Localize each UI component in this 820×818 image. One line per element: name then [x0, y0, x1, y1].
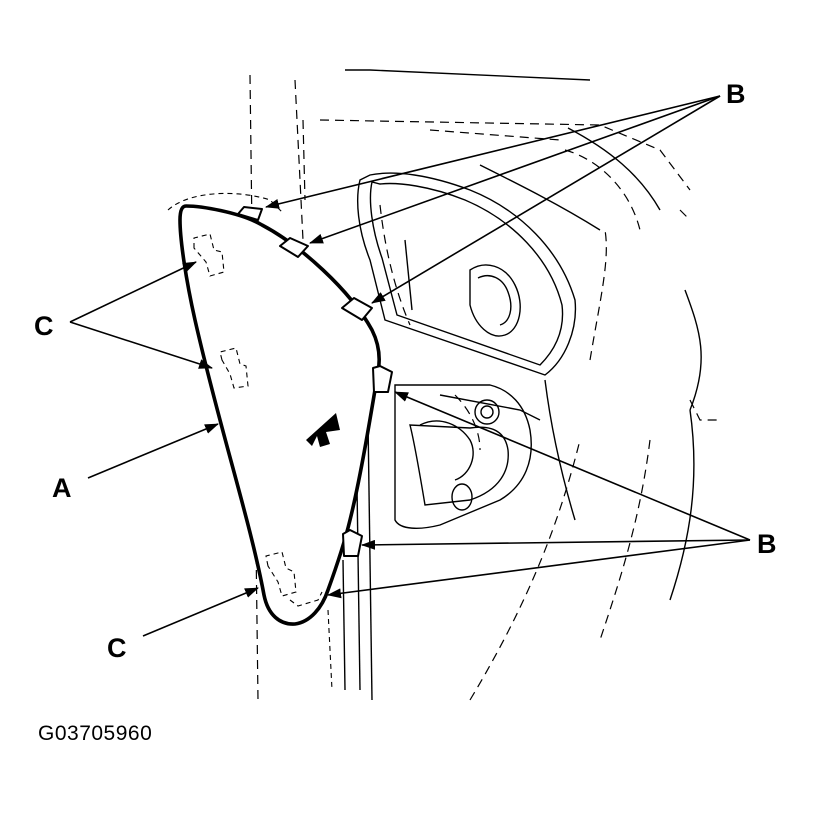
- clip-tab-1: [237, 206, 263, 221]
- removal-direction-arrow: [306, 413, 340, 447]
- clip-tab-4: [372, 365, 393, 393]
- clip-tab-5: [342, 529, 363, 557]
- callout-b-right: B: [757, 529, 777, 559]
- mirror-cover-panel: [167, 192, 393, 626]
- figure-code: G03705960: [38, 722, 153, 745]
- leader-lines: [69, 95, 751, 637]
- callout-c-left: C: [34, 311, 54, 341]
- callout-c-bottom: C: [107, 633, 127, 663]
- callout-b-top: B: [726, 79, 746, 109]
- hidden-hook-lower: [265, 551, 323, 607]
- hidden-hook-middle: [219, 347, 249, 389]
- clip-tab-3: [341, 297, 373, 321]
- callout-a: A: [52, 473, 72, 503]
- door-frame-background: [249, 69, 720, 701]
- clip-tab-2: [279, 237, 309, 258]
